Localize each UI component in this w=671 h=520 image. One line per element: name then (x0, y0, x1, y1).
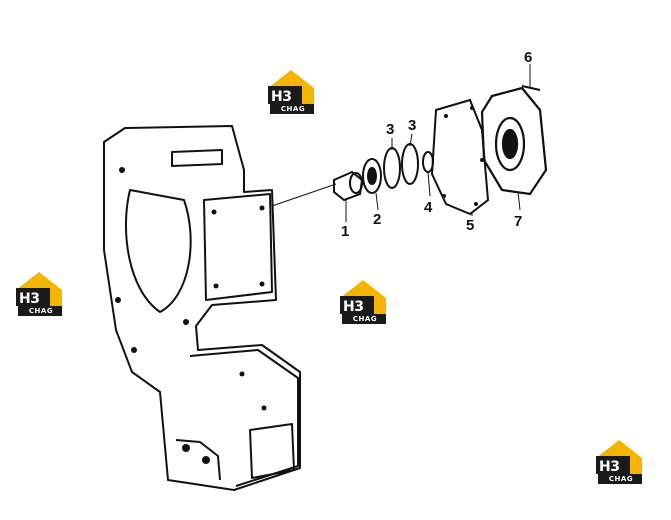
house-logo-icon (340, 280, 386, 324)
housing-top-slot (171, 149, 223, 167)
callout-2: 2 (373, 211, 382, 228)
part-5-gasket (430, 98, 490, 216)
watermark-logo: H3 CHAG (592, 436, 646, 488)
housing-face-plate (203, 193, 273, 301)
part-1-bushing (333, 170, 364, 202)
logo-sub: CHAG (608, 475, 634, 483)
logo-brand: H3 (599, 459, 620, 475)
part-3-snap-rings (383, 143, 419, 189)
housing-bottom-ports (175, 439, 221, 481)
callout-5: 5 (466, 217, 475, 234)
callout-6: 6 (524, 49, 533, 66)
part-2-bearing (362, 158, 382, 194)
logo-sub: CHAG (280, 105, 306, 113)
housing-lower-box (189, 349, 299, 487)
logo-sub: CHAG (28, 307, 54, 315)
logo-sub: CHAG (352, 315, 378, 323)
logo-brand: H3 (271, 89, 292, 105)
housing-lower-panel (249, 423, 295, 479)
housing-outline (103, 125, 301, 491)
callout-7: 7 (514, 213, 523, 230)
house-logo-icon (268, 70, 314, 114)
logo-brand: H3 (19, 291, 40, 307)
watermark-logo: H3 CHAG (336, 276, 390, 328)
logo-brand: H3 (343, 299, 364, 315)
watermark-logo: H3 CHAG (264, 66, 318, 118)
house-logo-icon (16, 272, 62, 316)
callout-4: 4 (424, 199, 433, 216)
callout-3b: 3 (408, 117, 417, 134)
housing-inner-bore (124, 189, 192, 313)
callout-1: 1 (341, 223, 350, 240)
part-7-cover (480, 86, 548, 196)
callout-3a: 3 (386, 121, 395, 138)
part-6-bolt (521, 85, 541, 91)
house-logo-icon (596, 440, 642, 484)
watermark-logo: H3 CHAG (12, 268, 66, 320)
